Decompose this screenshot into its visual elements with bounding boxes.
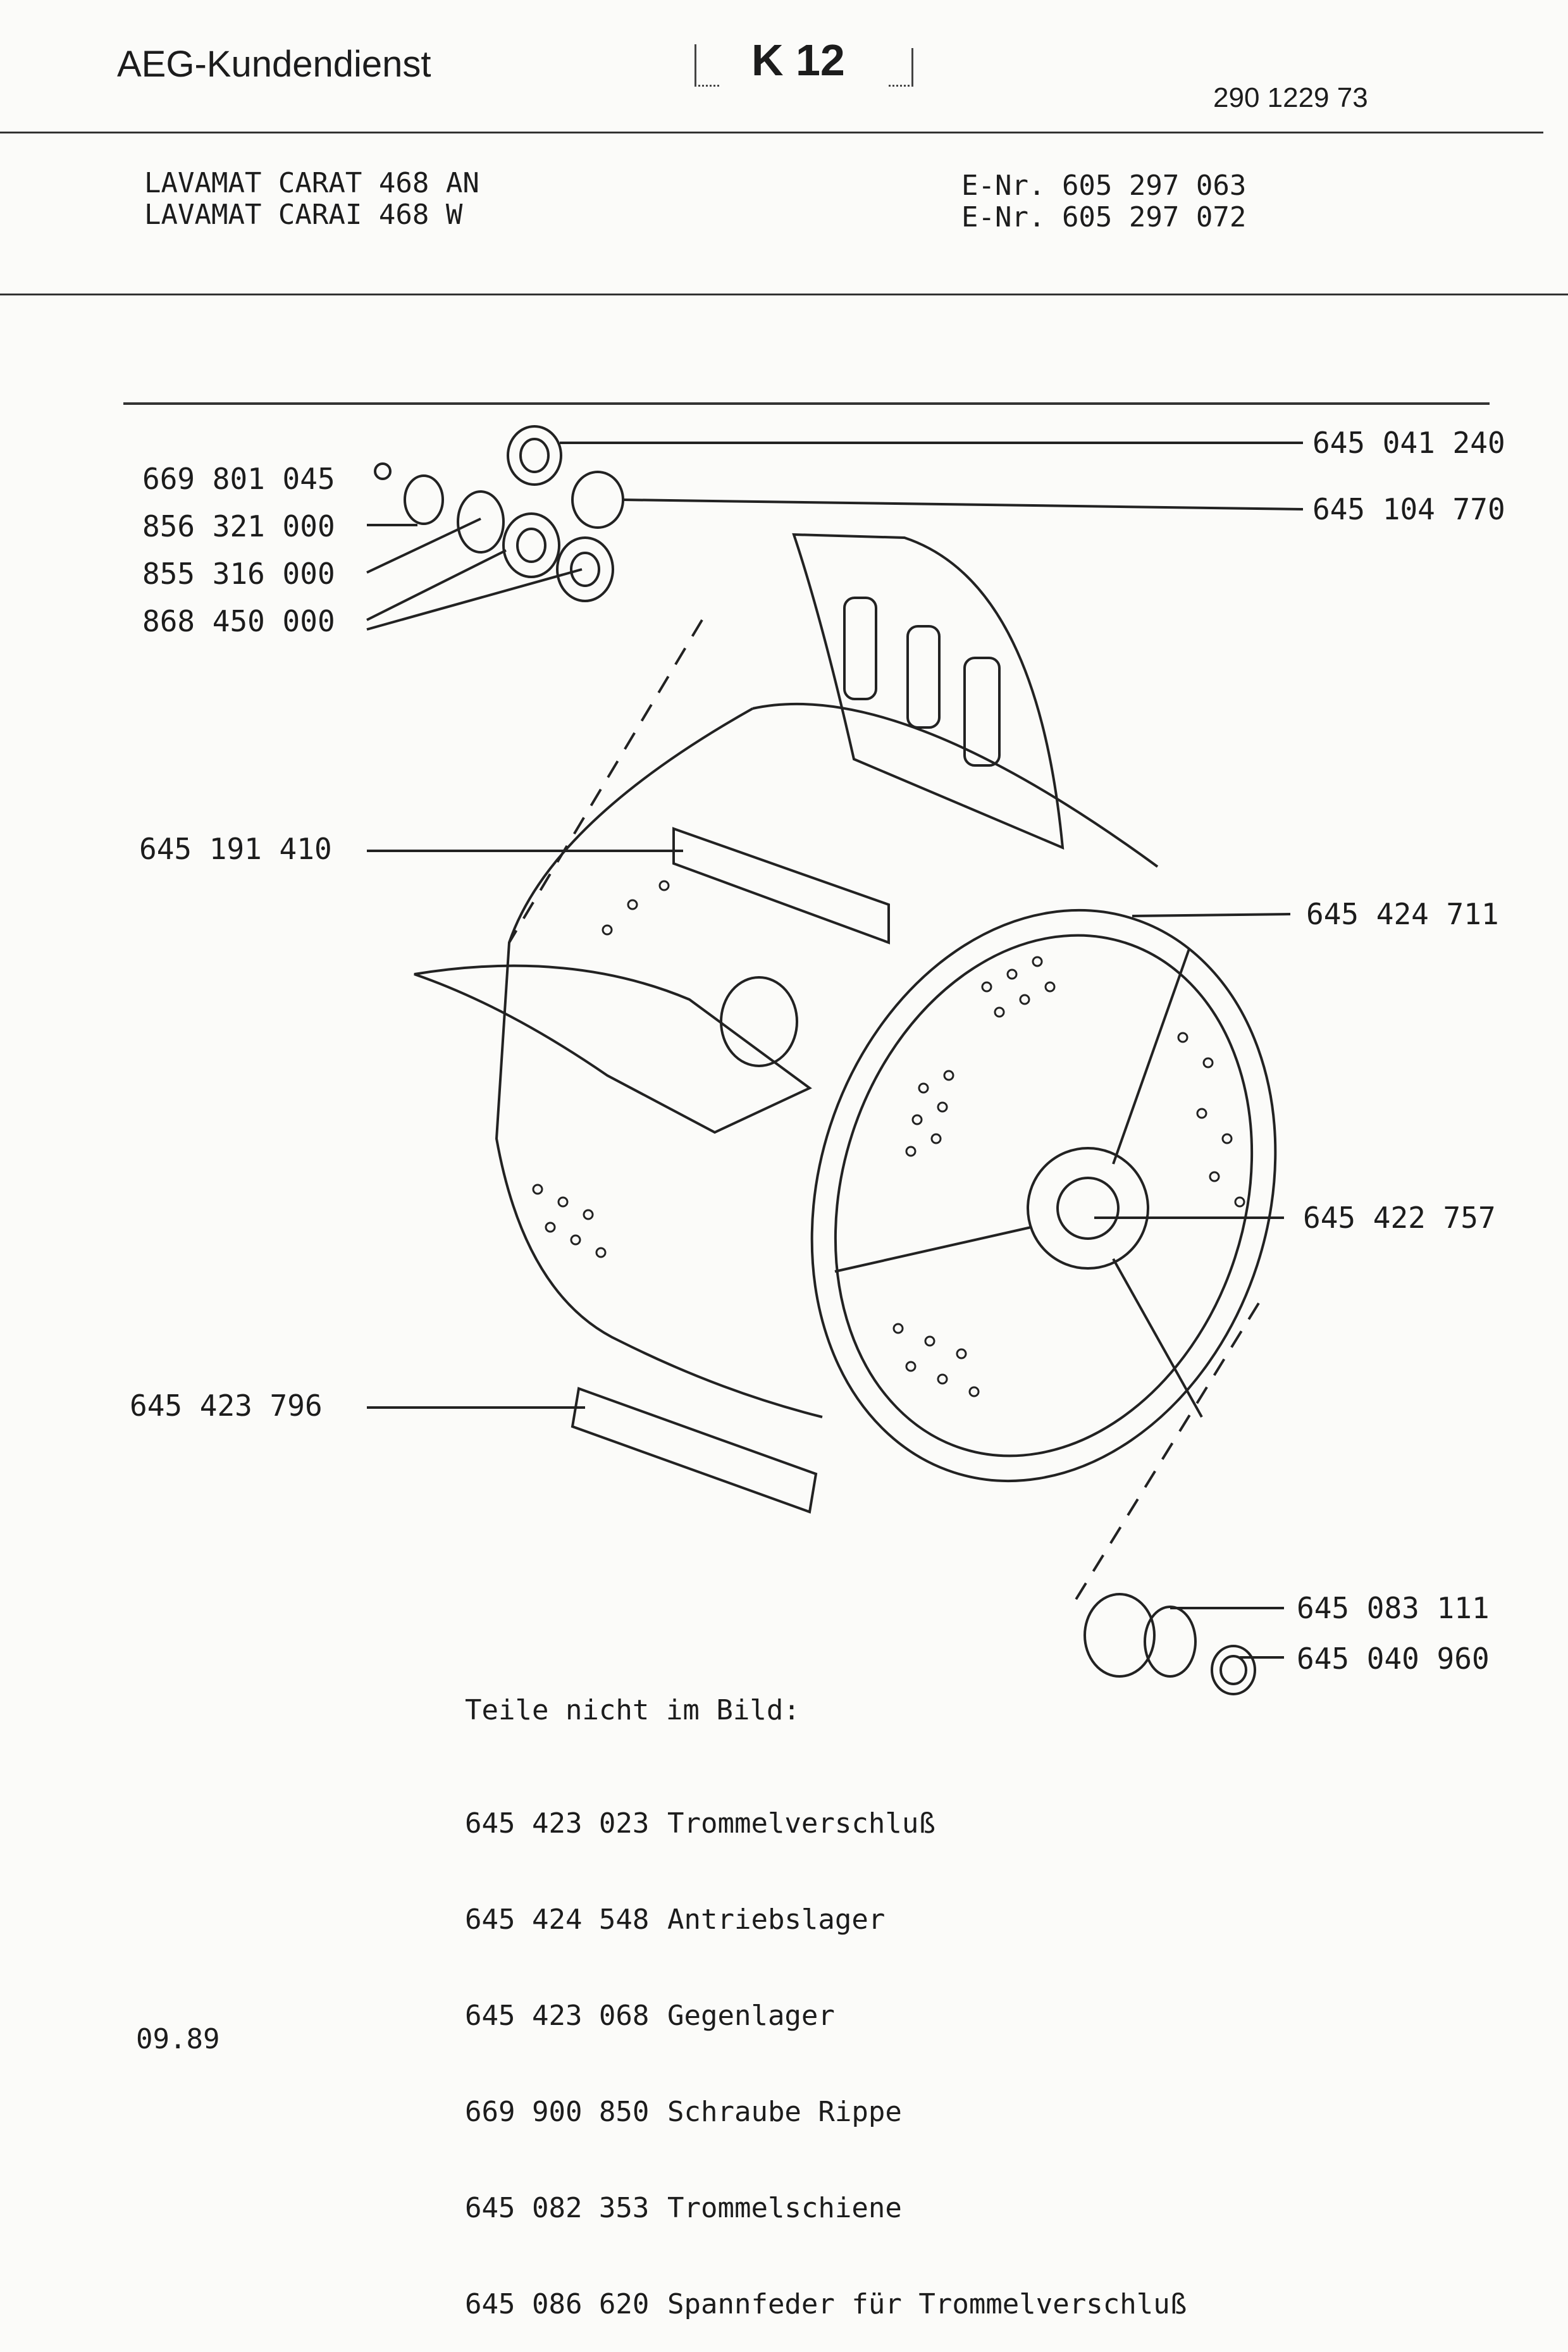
drum-spoke	[1112, 948, 1190, 1165]
inner-hub	[720, 976, 798, 1067]
brand-name: AEG-Kundendienst	[117, 44, 431, 85]
circlip-ring	[404, 474, 444, 525]
loose-rib	[571, 1387, 818, 1514]
document-number: 290 1229 73	[1213, 82, 1368, 113]
parts-not-shown-title: Teile nicht im Bild:	[465, 1694, 800, 1726]
drum-hub	[1027, 1147, 1149, 1270]
drawing-top-rule	[123, 402, 1490, 405]
callout-669-801-045: 669 801 045	[142, 462, 335, 496]
perforation-pattern	[532, 880, 1245, 1397]
callout-855-316-000: 855 316 000	[142, 557, 335, 591]
bushing	[571, 471, 624, 529]
model-enr-2: E-Nr. 605 297 072	[961, 201, 1247, 233]
bearing-1	[502, 512, 560, 578]
header-divider	[0, 132, 1543, 133]
model-divider	[0, 294, 1568, 295]
callout-645-104-770: 645 104 770	[1312, 492, 1505, 526]
flange-bearing	[1083, 1593, 1156, 1678]
leader-line	[366, 568, 583, 631]
drum-rim	[810, 908, 1277, 1483]
callout-645-424-711: 645 424 711	[1306, 897, 1499, 931]
section-code: K 12	[751, 35, 845, 85]
drum-rib	[672, 827, 890, 944]
leader-line	[366, 517, 481, 574]
callout-645-041-240: 645 041 240	[1312, 426, 1505, 460]
callout-856-321-000: 856 321 000	[142, 509, 335, 543]
footer-date: 09.89	[136, 2023, 220, 2055]
retaining-ring	[457, 490, 505, 554]
bearing-ring	[1211, 1645, 1256, 1695]
model-enr-1: E-Nr. 605 297 063	[961, 170, 1247, 202]
bearing-2	[556, 536, 614, 602]
model-name-1: LAVAMAT CARAT 468 AN	[144, 167, 479, 199]
leader-line	[622, 498, 1304, 511]
callout-645-422-757: 645 422 757	[1303, 1201, 1496, 1235]
leader-line	[1132, 913, 1291, 917]
drum-back-plate	[834, 934, 1254, 1458]
seal-ring	[507, 425, 562, 486]
drum-exploded-drawing	[366, 425, 1304, 1695]
callout-645-083-111: 645 083 111	[1297, 1591, 1490, 1625]
callout-645-423-796: 645 423 796	[130, 1389, 323, 1423]
model-name-2: LAVAMAT CARAI 468 W	[144, 199, 463, 231]
drum-lid-upper	[792, 533, 1065, 850]
bracket-right	[889, 48, 913, 87]
bolt-icon	[374, 462, 392, 480]
leader-line	[366, 549, 507, 621]
assembly-line	[508, 619, 703, 944]
assembly-line	[1074, 1302, 1260, 1602]
callout-645-191-410: 645 191 410	[139, 832, 332, 866]
drum-spoke	[1112, 1258, 1203, 1418]
drum-shell	[495, 707, 823, 1418]
bracket-left	[694, 44, 719, 87]
drum-spoke	[834, 1226, 1032, 1273]
drum-top-edge	[752, 702, 1159, 868]
callout-868-450-000: 868 450 000	[142, 604, 335, 638]
drum-lid-lower	[414, 964, 812, 1134]
callout-645-040-960: 645 040 960	[1297, 1642, 1490, 1676]
